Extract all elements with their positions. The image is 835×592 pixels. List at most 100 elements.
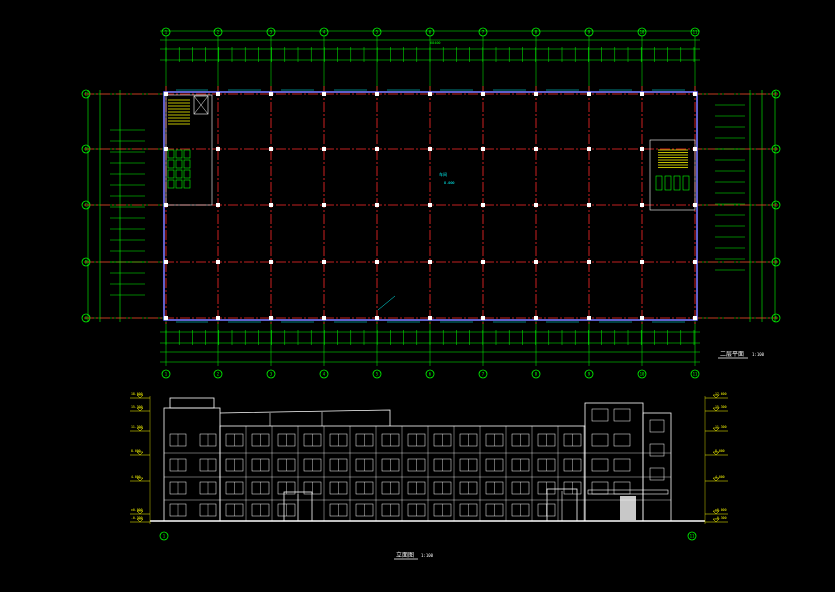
axis-bubble-top-circle <box>637 27 647 37</box>
column <box>322 92 326 96</box>
axis-bubble-left-label: E <box>85 92 88 97</box>
column <box>375 92 379 96</box>
left-roof-parapet <box>169 397 215 409</box>
axis-bubble-bottom-label: 2 <box>217 372 220 377</box>
column <box>216 147 220 151</box>
axis-bubble-bottom-label: 11 <box>693 372 698 377</box>
elevation-axis-bubble-right <box>687 531 697 541</box>
axis-bubble-top-circle <box>266 27 276 37</box>
right-block <box>642 412 672 522</box>
axis-bubble-top-circle <box>372 27 382 37</box>
column <box>693 316 697 320</box>
axis-bubble-right-circle <box>771 200 781 210</box>
axis-bubble-bottom-circle <box>690 369 700 379</box>
main-roof-canopy <box>219 409 391 426</box>
level-triangle-left <box>136 427 144 432</box>
axis-bubble-bottom-label: 6 <box>429 372 432 377</box>
column <box>481 260 485 264</box>
column <box>216 92 220 96</box>
axis-bubble-left-label: A <box>85 316 88 321</box>
column <box>375 260 379 264</box>
column <box>164 316 168 320</box>
level-triangle-left <box>136 510 144 515</box>
axis-bubble-bottom-circle <box>213 369 223 379</box>
axis-bubble-top-circle <box>531 27 541 37</box>
window <box>613 481 631 495</box>
window <box>591 481 609 495</box>
toilet-fixture <box>183 169 191 179</box>
plan-total-dimension: 68400 <box>430 41 441 45</box>
level-text-right: 11.300 <box>715 425 727 429</box>
elevation-title: 立面图 <box>396 551 414 559</box>
toilet-fixture <box>175 149 183 159</box>
column <box>269 203 273 207</box>
column <box>428 92 432 96</box>
axis-bubble-right-label: A <box>775 316 778 321</box>
column <box>164 260 168 264</box>
column <box>640 203 644 207</box>
toilet-fixture <box>655 175 663 191</box>
axis-bubble-bottom-label: 7 <box>482 372 485 377</box>
column <box>534 147 538 151</box>
axis-bubble-bottom-label: 10 <box>640 372 645 377</box>
axis-bubble-right-circle <box>771 313 781 323</box>
level-triangle-left <box>136 451 144 456</box>
column <box>534 92 538 96</box>
window <box>649 443 665 457</box>
axis-bubble-bottom-circle <box>531 369 541 379</box>
axis-bubble-bottom-label: 8 <box>535 372 538 377</box>
column <box>693 92 697 96</box>
axis-bubble-top-label: 8 <box>535 30 538 35</box>
axis-bubble-right-label: D <box>775 147 778 152</box>
level-text-left: 4.000 <box>131 475 141 479</box>
column <box>640 260 644 264</box>
elevation-axis-right: 11 <box>690 534 695 539</box>
axis-bubble-left-label: B <box>85 260 88 265</box>
axis-bubble-bottom-circle <box>319 369 329 379</box>
column <box>534 260 538 264</box>
axis-bubble-right-label: B <box>775 260 778 265</box>
toilet-fixture <box>175 169 183 179</box>
column <box>216 203 220 207</box>
axis-bubble-bottom-label: 1 <box>165 372 168 377</box>
column <box>587 316 591 320</box>
axis-bubble-right-label: E <box>775 92 778 97</box>
level-text-right: -0.300 <box>715 516 727 520</box>
toilet-fixture <box>183 159 191 169</box>
window <box>591 408 609 422</box>
axis-bubble-bottom-label: 3 <box>270 372 273 377</box>
column <box>428 147 432 151</box>
elevation-windows <box>169 408 665 517</box>
axis-bubble-top-circle <box>425 27 435 37</box>
level-text-left: -0.300 <box>131 516 143 520</box>
toilet-fixture <box>175 179 183 189</box>
plan-walls <box>163 89 698 323</box>
level-triangle-left <box>136 477 144 482</box>
axis-bubble-bottom-circle <box>478 369 488 379</box>
column <box>534 316 538 320</box>
toilet-fixture <box>167 179 175 189</box>
column <box>269 260 273 264</box>
column <box>640 147 644 151</box>
column <box>322 203 326 207</box>
axis-bubble-bottom-circle <box>584 369 594 379</box>
axis-bubble-top-label: 1 <box>165 30 168 35</box>
axis-bubble-left-circle <box>81 257 91 267</box>
plan-stair-cores <box>165 94 696 311</box>
window <box>591 433 609 447</box>
window <box>649 419 665 433</box>
room-label: 车间 <box>439 171 447 177</box>
column <box>481 203 485 207</box>
toilet-fixture <box>183 149 191 159</box>
column <box>587 147 591 151</box>
elevator-x <box>193 95 209 115</box>
level-text-left: 8.000 <box>131 449 141 453</box>
column <box>216 260 220 264</box>
axis-bubble-left-circle <box>81 144 91 154</box>
axis-bubble-top-label: 10 <box>640 30 645 35</box>
column <box>640 316 644 320</box>
level-text-left: 15.300 <box>131 405 143 409</box>
